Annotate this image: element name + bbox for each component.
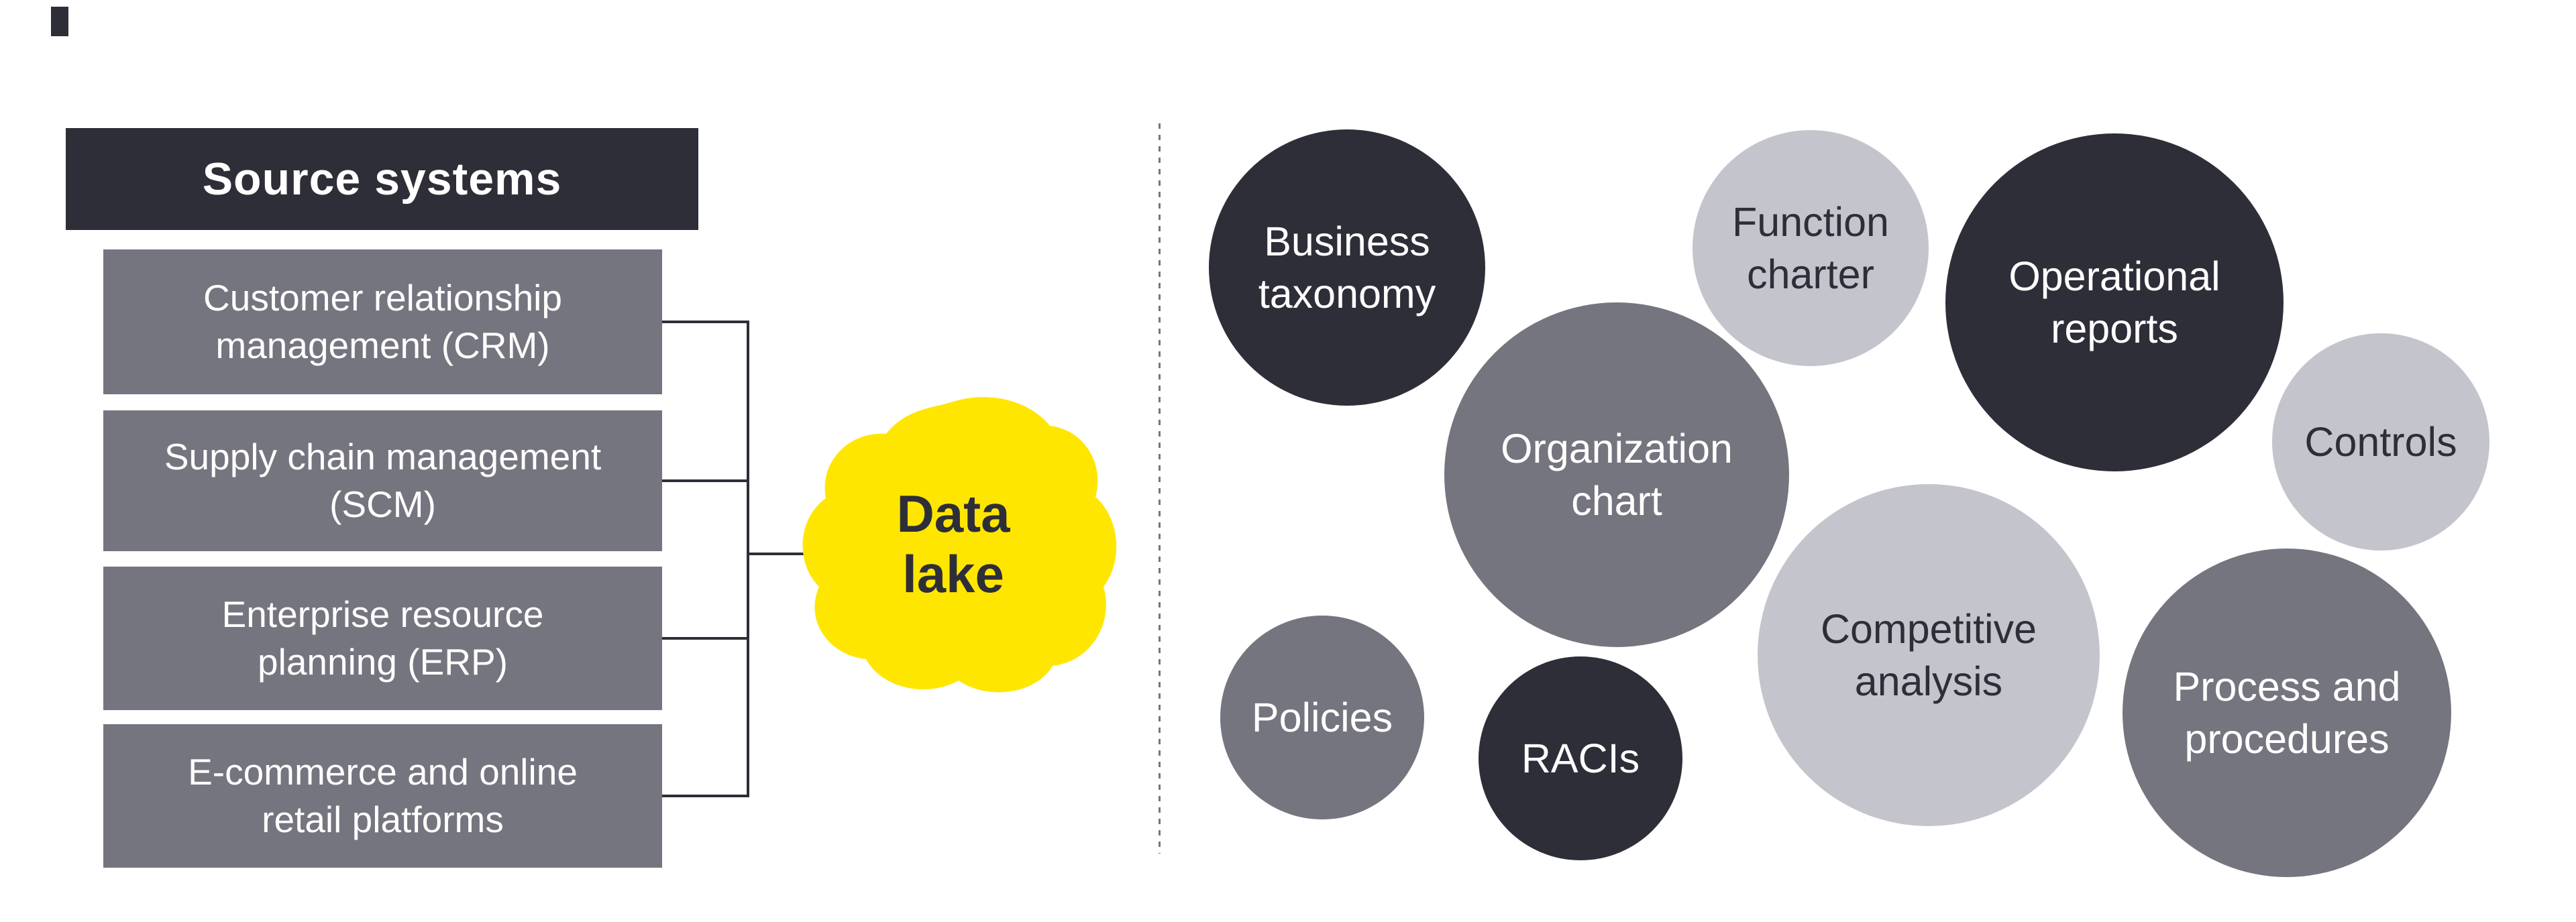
bubble-operational-reports-label: Operational reports xyxy=(2008,253,2220,351)
bubble-function-charter-label: Function charter xyxy=(1732,198,1889,297)
source-box-ecommerce: E-commerce and online retail platforms xyxy=(103,724,662,868)
bubble-policies-label: Policies xyxy=(1251,694,1393,740)
bubble-organization-chart: Organization chart xyxy=(1444,302,1789,647)
bubble-racis-label: RACIs xyxy=(1521,735,1640,781)
bubble-function-charter: Function charter xyxy=(1693,130,1929,366)
bubble-organization-chart-label: Organization chart xyxy=(1501,425,1733,524)
dotted-separator xyxy=(1159,123,1161,854)
bubble-business-taxonomy: Business taxonomy xyxy=(1209,129,1485,406)
connector-line-erp xyxy=(662,637,749,640)
bubble-process-and-procedures: Process and procedures xyxy=(2123,549,2451,877)
bubble-racis: RACIs xyxy=(1479,656,1682,860)
bubble-competitive-analysis-label: Competitive analysis xyxy=(1820,606,2037,704)
bubble-controls: Controls xyxy=(2272,333,2489,551)
source-box-crm: Customer relationship management (CRM) xyxy=(103,249,662,394)
source-box-scm: Supply chain management (SCM) xyxy=(103,410,662,551)
connector-line-ecommerce xyxy=(662,795,749,797)
connector-line-to-lake xyxy=(747,553,834,555)
bubble-controls-label: Controls xyxy=(2304,418,2457,465)
source-systems-title: Source systems xyxy=(202,154,562,205)
source-box-scm-label: Supply chain management (SCM) xyxy=(164,435,602,526)
data-lake-label: Data lake xyxy=(896,484,1010,603)
bubble-process-and-procedures-label: Process and procedures xyxy=(2173,663,2401,762)
bubble-competitive-analysis: Competitive analysis xyxy=(1758,484,2100,826)
page-corner-mark xyxy=(51,7,68,36)
source-box-crm-label: Customer relationship management (CRM) xyxy=(203,276,562,367)
source-systems-header: Source systems xyxy=(66,128,698,230)
connector-line-crm xyxy=(662,321,749,323)
connector-line-scm xyxy=(662,479,749,482)
bubble-operational-reports: Operational reports xyxy=(1945,133,2284,471)
source-box-erp-label: Enterprise resource planning (ERP) xyxy=(221,593,544,683)
bubble-business-taxonomy-label: Business taxonomy xyxy=(1258,218,1436,316)
connector-line-vertical xyxy=(747,321,749,797)
data-lake-blob xyxy=(802,397,1117,693)
source-box-erp: Enterprise resource planning (ERP) xyxy=(103,567,662,710)
source-box-ecommerce-label: E-commerce and online retail platforms xyxy=(188,750,578,841)
bubble-policies: Policies xyxy=(1220,616,1424,819)
